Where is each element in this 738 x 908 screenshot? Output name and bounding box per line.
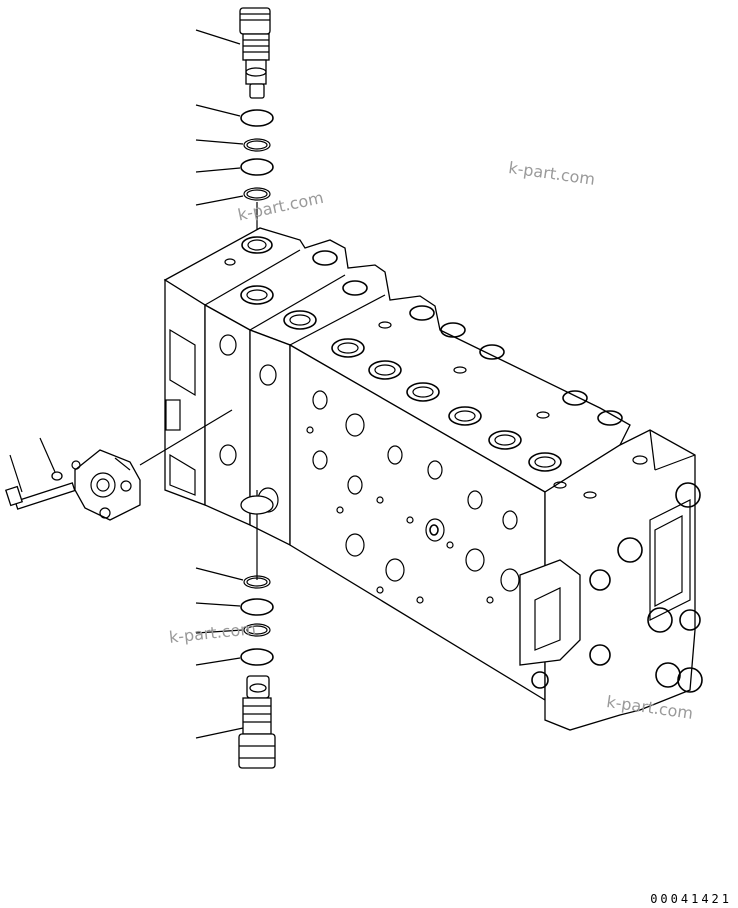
front-face-ports (219, 334, 520, 604)
bottom-port (240, 495, 274, 515)
top-relief-valve (239, 7, 271, 99)
leader-lines-bottom (195, 567, 244, 739)
side-cover-assembly (5, 409, 233, 521)
end-plate-bosses (531, 455, 703, 693)
top-face-ports (224, 236, 623, 472)
leader-lines-top (195, 29, 244, 206)
control-valve-body (163, 227, 703, 731)
drawing-number: 00041421 (650, 892, 732, 906)
bottom-seal-stack (240, 575, 274, 666)
bottom-relief-valve (238, 675, 276, 769)
